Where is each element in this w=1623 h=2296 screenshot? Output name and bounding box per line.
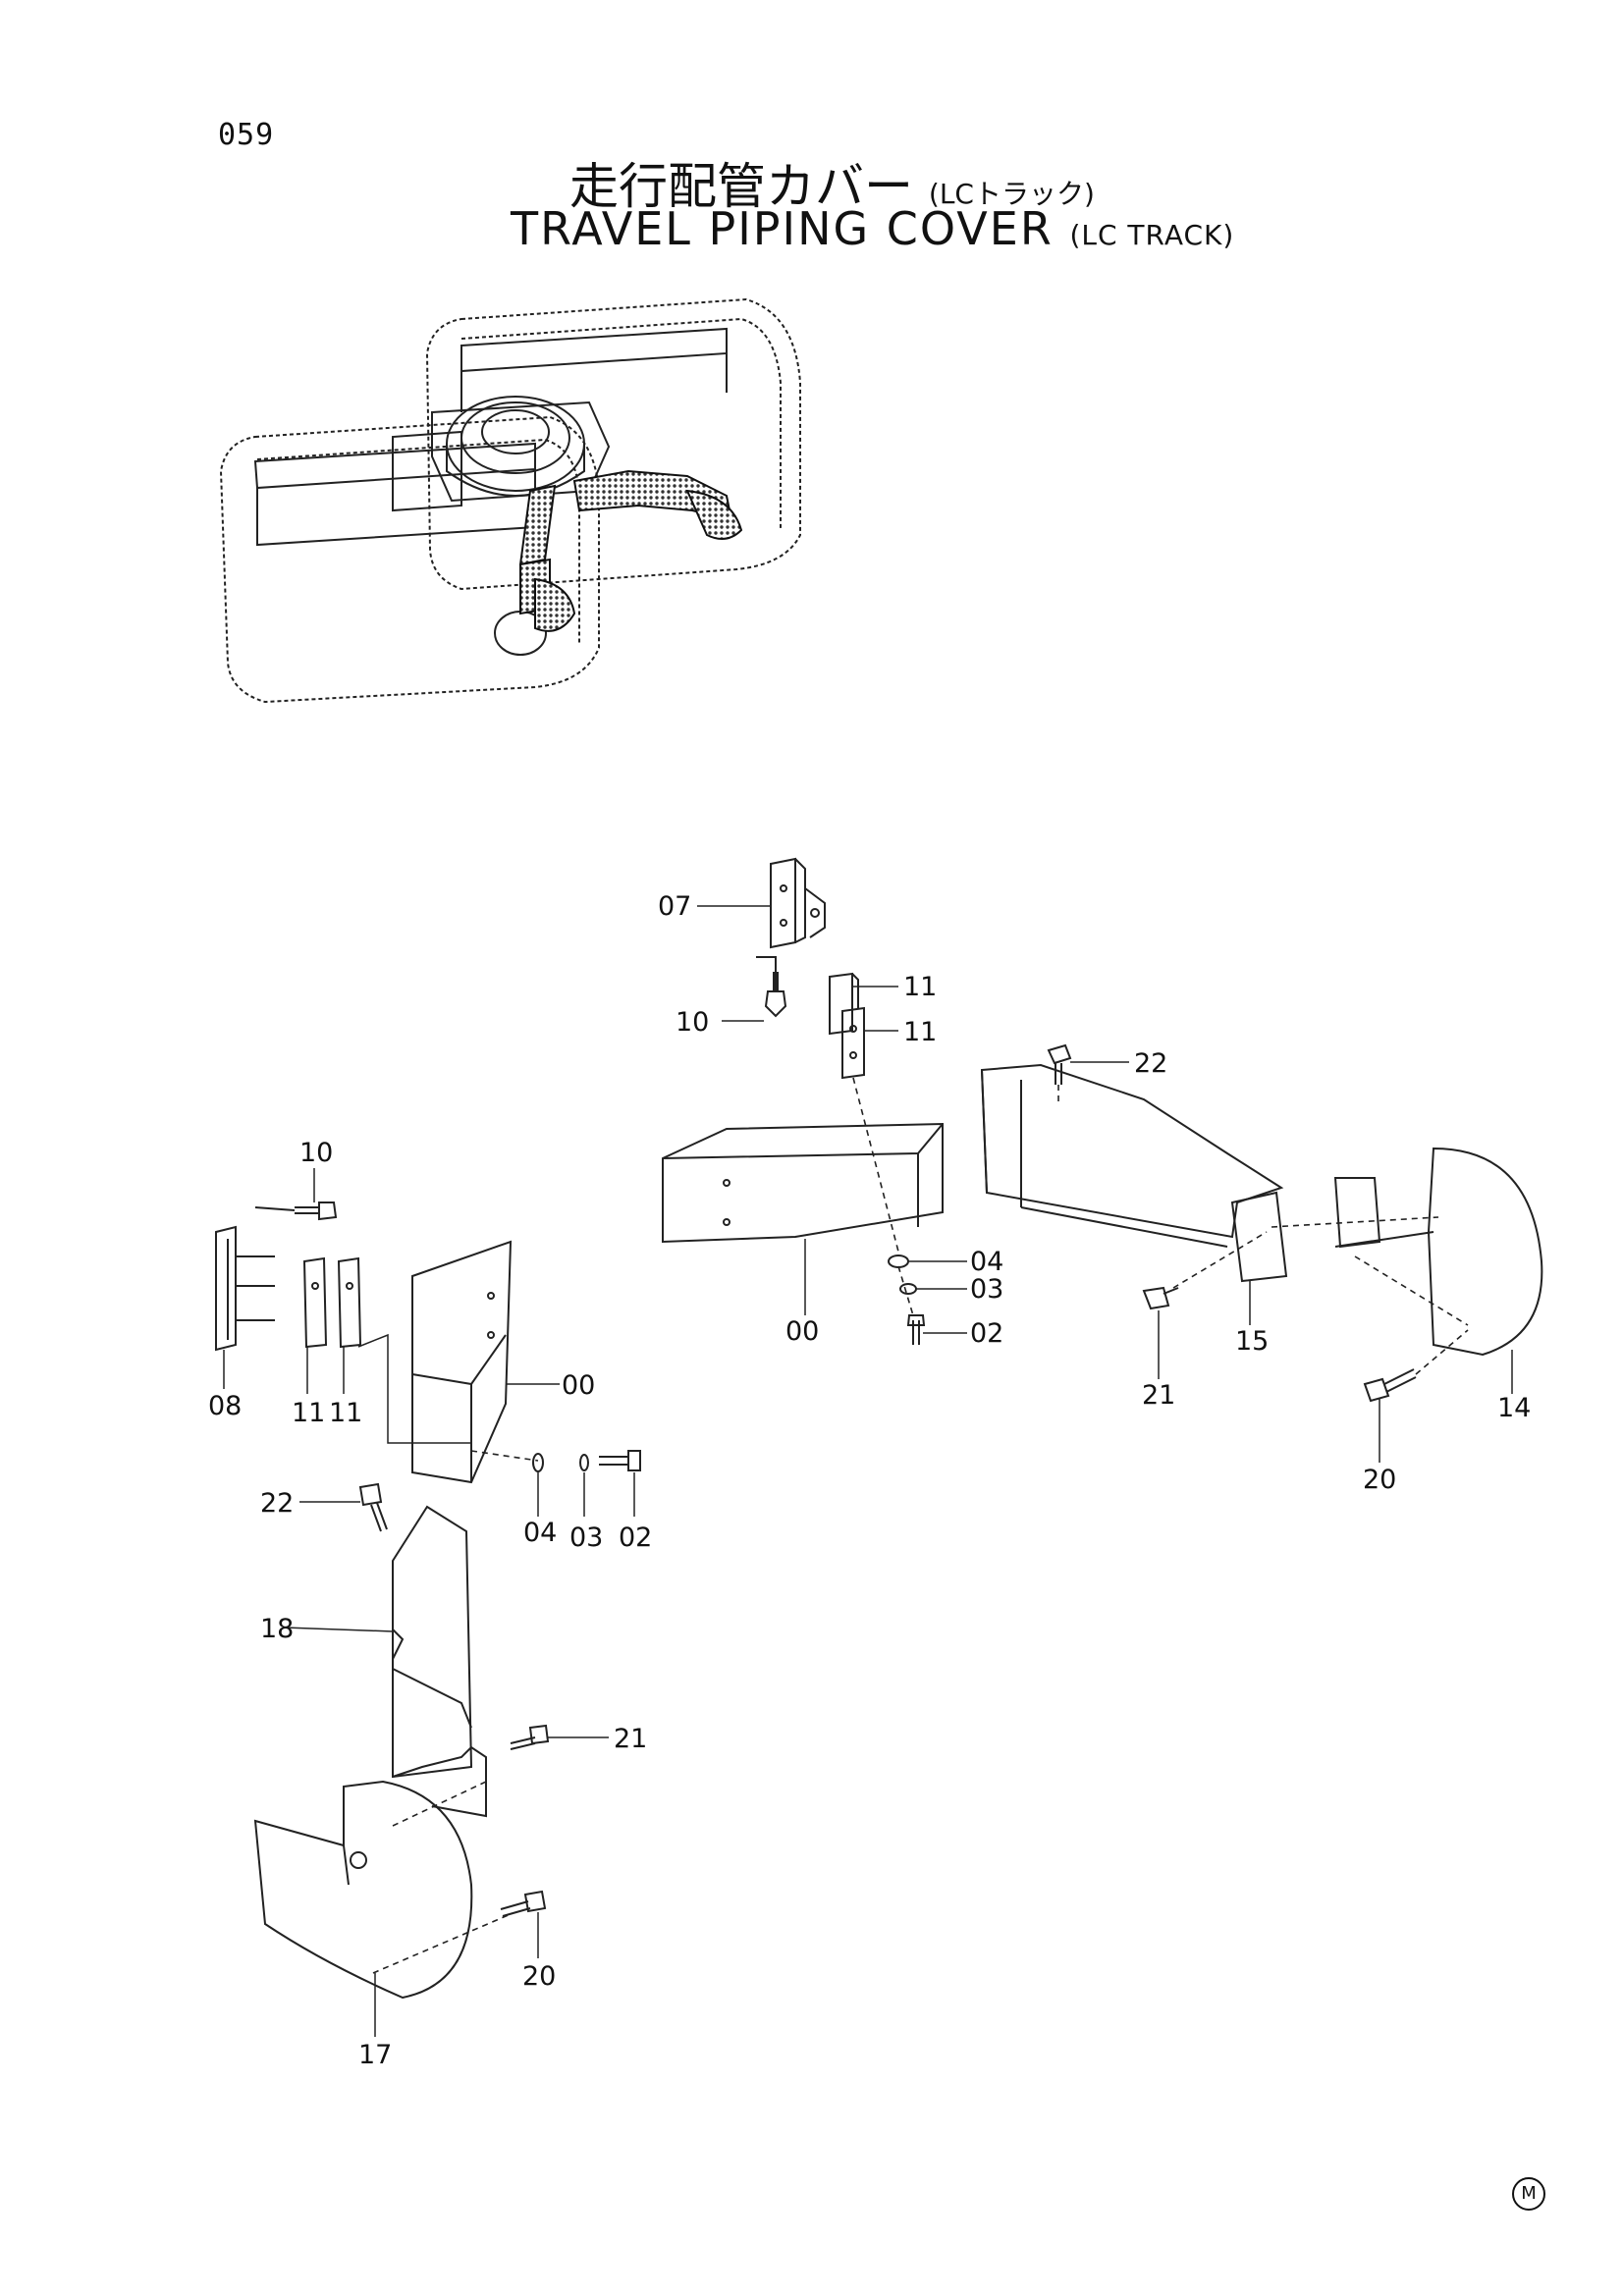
label-22: 22	[1134, 1048, 1167, 1079]
label-02: 02	[970, 1318, 1003, 1349]
cover-18	[392, 1505, 487, 1818]
bracket-07	[770, 857, 826, 949]
title-japanese-sub: (LCトラック)	[928, 178, 1095, 210]
left-assembly-dashed-leaders	[372, 1450, 539, 1974]
label-10: 10	[676, 1007, 709, 1038]
fasteners-04-03-02	[888, 1255, 926, 1345]
track-frames	[253, 327, 728, 547]
label-21-left: 21	[614, 1724, 647, 1754]
cover-17	[253, 1780, 473, 2000]
title-english: TRAVEL PIPING COVER (LC TRACK)	[511, 202, 1234, 255]
label-04-left: 04	[523, 1518, 557, 1548]
bolt-22-right	[1047, 1043, 1072, 1085]
label-03-left: 03	[569, 1522, 603, 1553]
label-00-left: 00	[562, 1370, 595, 1401]
label-21: 21	[1142, 1380, 1175, 1411]
label-03: 03	[970, 1274, 1003, 1305]
label-11-upper: 11	[903, 972, 937, 1002]
swing-bearing	[446, 396, 585, 497]
plates-11	[829, 972, 865, 1080]
title-english-sub: (LC TRACK)	[1069, 219, 1235, 251]
label-07: 07	[658, 891, 691, 922]
label-04: 04	[970, 1247, 1003, 1277]
label-11-left-b: 11	[329, 1398, 362, 1428]
label-20: 20	[1363, 1465, 1396, 1495]
right-assembly	[662, 857, 1543, 1403]
bolt-20-right	[1363, 1368, 1417, 1403]
label-17: 17	[358, 2040, 392, 2070]
cover-14	[1333, 1147, 1543, 1357]
cover-00-left	[411, 1240, 513, 1484]
title-japanese-main: 走行配管カバー	[569, 158, 913, 215]
highlighted-piping-covers	[518, 469, 743, 632]
plates-11-left	[302, 1256, 362, 1349]
label-22-left: 22	[260, 1488, 294, 1519]
label-15: 15	[1235, 1326, 1269, 1357]
label-08: 08	[208, 1391, 242, 1421]
undercarriage-overview	[219, 297, 801, 704]
title-english-main: TRAVEL PIPING COVER	[511, 202, 1054, 255]
leader-lines	[223, 905, 1513, 2037]
label-02-left: 02	[619, 1522, 652, 1553]
right-assembly-dashed-leaders	[852, 1077, 1469, 1375]
corner-mark-circle: M	[1512, 2177, 1545, 2211]
bolt-10	[756, 956, 787, 1018]
bolt-21-left	[510, 1724, 550, 1750]
cover-00	[662, 1122, 944, 1244]
title-japanese: 走行配管カバー (LCトラック)	[569, 147, 1095, 218]
label-18: 18	[260, 1614, 294, 1644]
page-number: 059	[218, 118, 275, 152]
reference-labels: 07 10 11 11 22 00 04 03 02 21 15 14 20 1…	[208, 891, 1531, 2070]
bolt-22-left	[358, 1482, 388, 1532]
label-00: 00	[785, 1316, 819, 1347]
label-11-lower: 11	[903, 1017, 937, 1047]
bracket-08	[215, 1225, 275, 1352]
bolt-21-right	[1142, 1286, 1179, 1310]
fasteners-left	[532, 1450, 641, 1472]
cover-15	[980, 1063, 1288, 1283]
label-10-left: 10	[299, 1138, 333, 1168]
bolt-10-left	[254, 1201, 338, 1221]
rear-track-outline	[425, 297, 801, 591]
left-assembly	[215, 1201, 641, 2000]
label-20-left: 20	[522, 1961, 556, 1992]
label-11-left-a: 11	[292, 1398, 325, 1428]
label-14: 14	[1497, 1393, 1531, 1423]
